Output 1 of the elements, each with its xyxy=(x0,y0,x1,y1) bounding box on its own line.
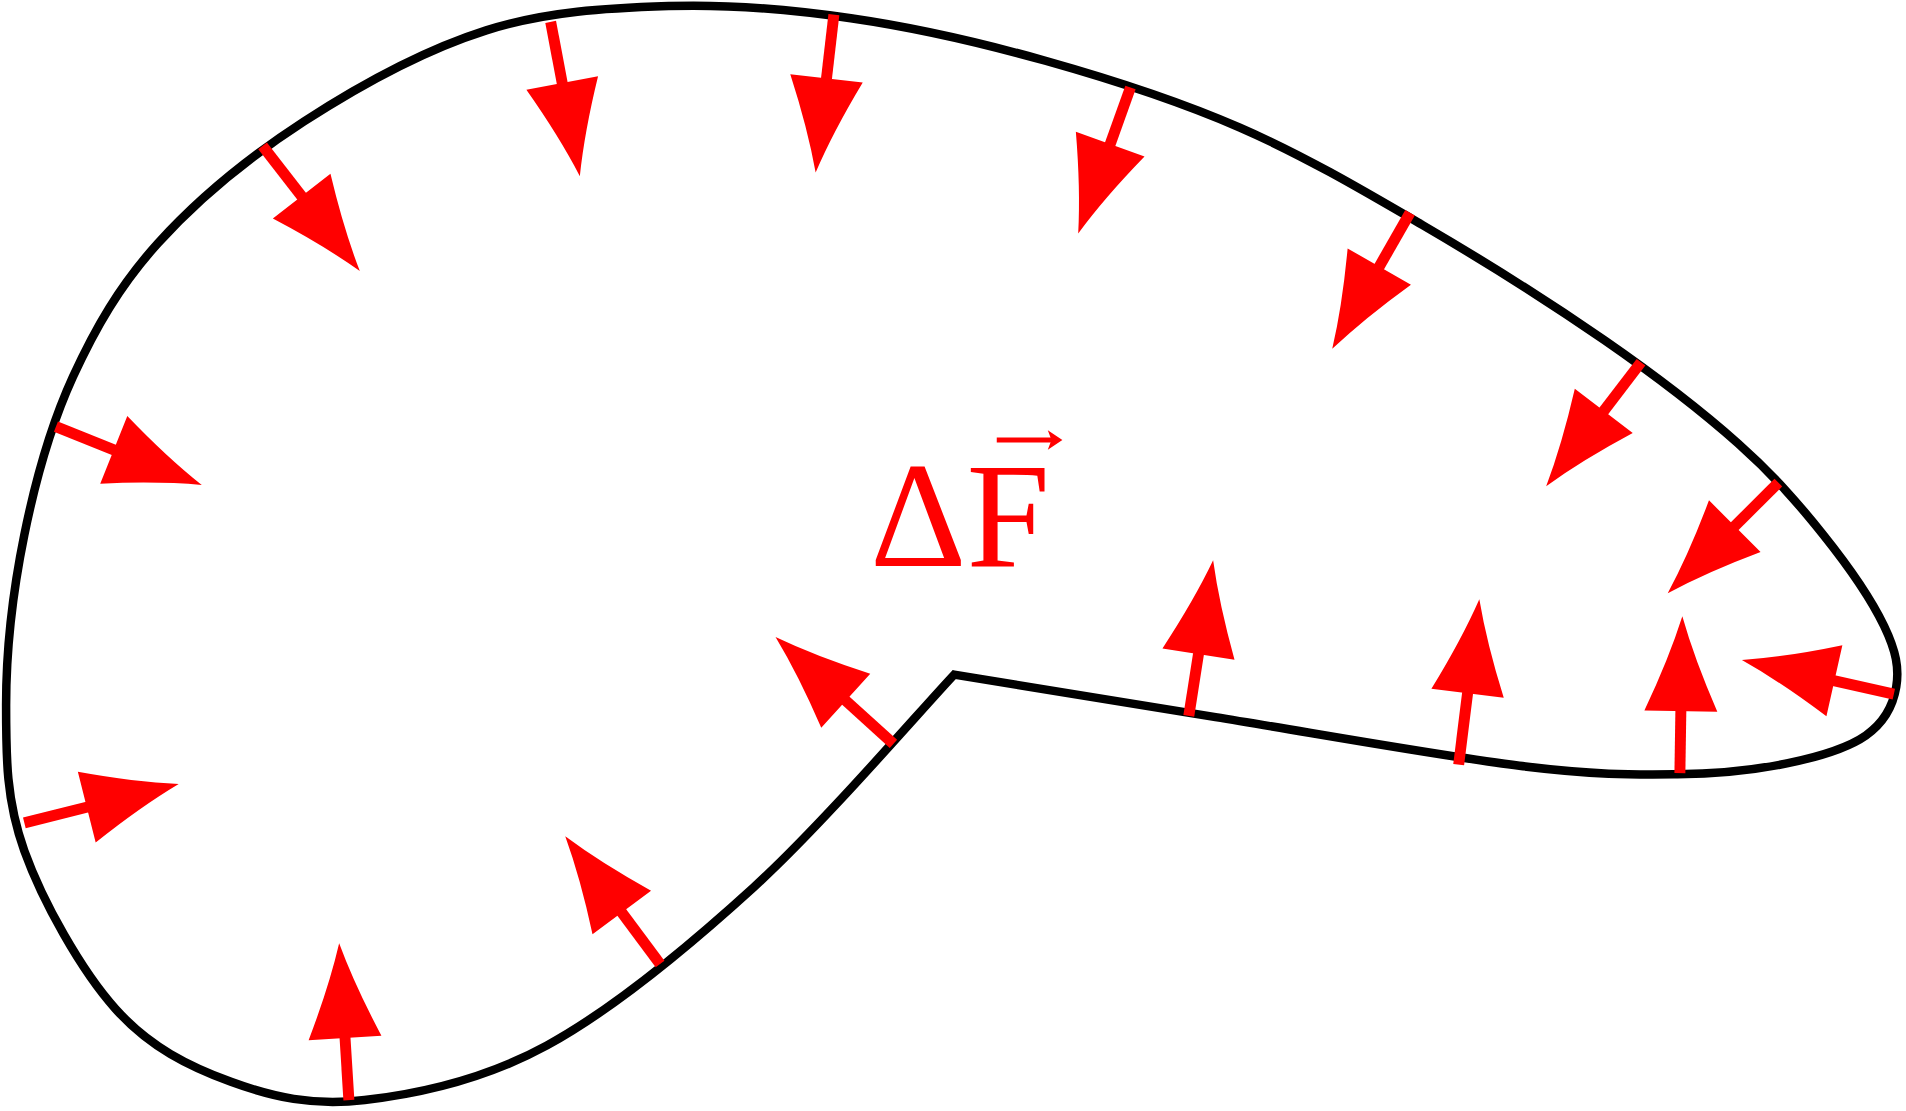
vector-label: ΔF xyxy=(870,440,1050,590)
